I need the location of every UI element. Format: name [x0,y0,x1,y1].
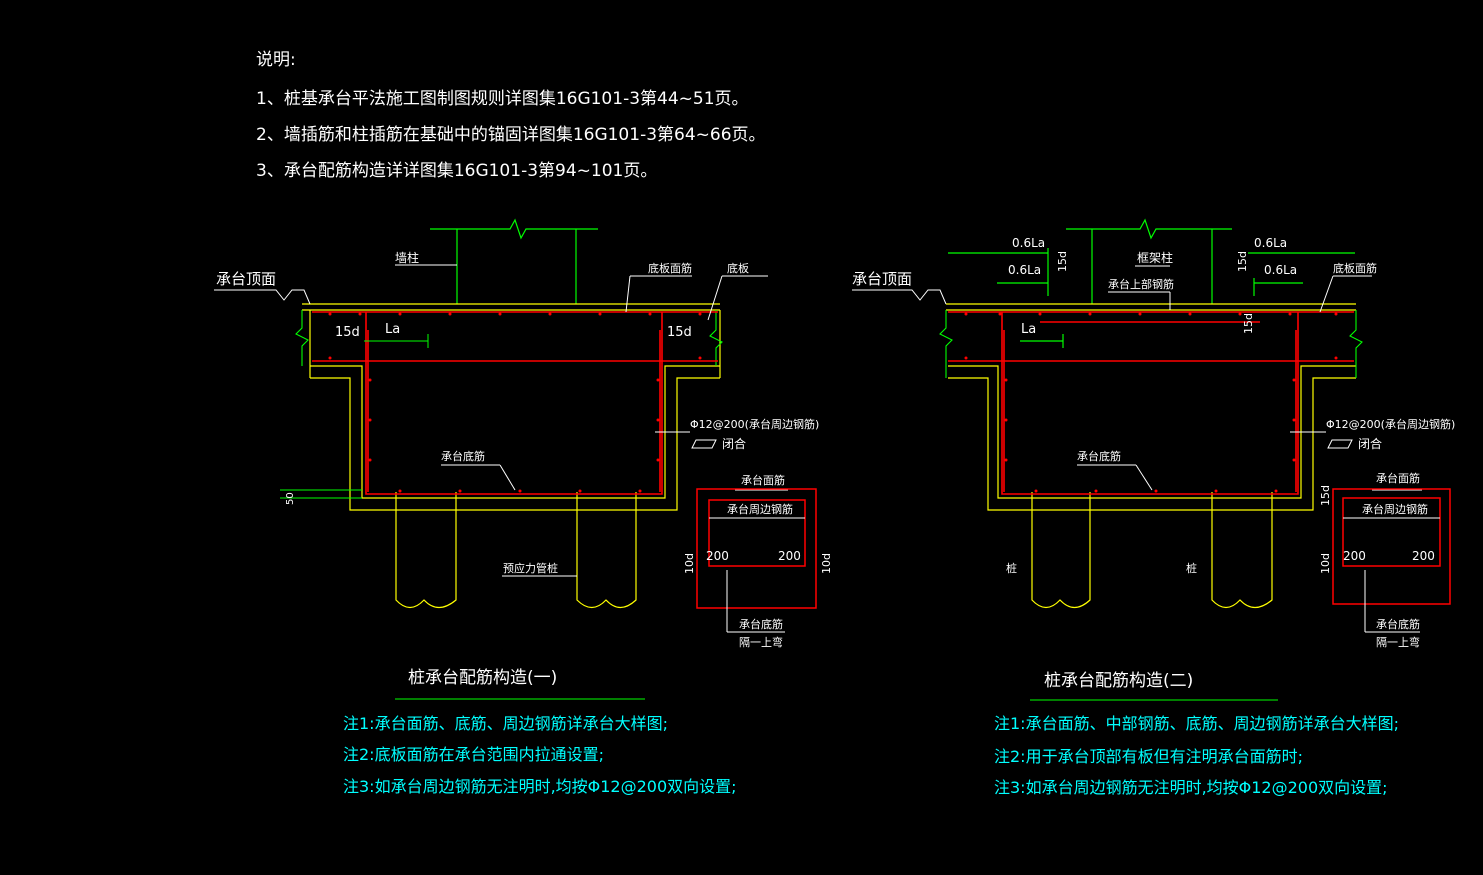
right-note-1: 注1:承台面筋、中部钢筋、底筋、周边钢筋详承台大样图; [994,714,1399,733]
left-la-label: La [385,322,400,337]
right-sketch-200a: 200 [1343,549,1366,563]
left-15d-label-a: 15d [335,325,360,340]
left-sketch-10d-a: 10d [683,553,696,574]
right-sketch-200b: 200 [1412,549,1435,563]
right-frame-column-label: 框架柱 [1137,250,1173,265]
right-15d-a: 15d [1056,251,1069,272]
left-50-label: 50 [285,492,296,505]
left-closed-loop-icon [691,439,717,449]
left-note-2: 注2:底板面筋在承台范围内拉通设置; [343,745,604,764]
notes-line-2: 2、墙插筋和柱插筋在基础中的锚固详图集16G101-3第64~66页。 [256,125,766,145]
left-rebar-label: Φ12@200(承台周边钢筋) [690,417,819,431]
notes-line-3: 3、承台配筋构造详详图集16G101-3第94~101页。 [256,161,657,181]
detail-right: 承台顶面 框架柱 承台上部钢筋 底板面筋 0.6La 0.6La 0.6La 0… [852,218,1455,797]
right-sketch-15d: 15d [1319,485,1332,506]
right-pile-label-b: 桩 [1186,561,1197,575]
left-bottom-bar-label: 承台底筋 [441,449,485,463]
right-pile-label-a: 桩 [1006,561,1017,575]
right-detail-title: 桩承台配筋构造(二) [1044,671,1193,691]
notes-line-1: 1、桩基承台平法施工图制图规则详图集16G101-3第44~51页。 [256,89,749,109]
right-sketch-top-bar-label: 承台面筋 [1376,471,1420,485]
left-closed-label: 闭合 [722,436,746,451]
right-06la-c: 0.6La [1008,263,1041,277]
left-sketch-200b: 200 [778,549,801,563]
left-sketch-perimeter-label: 承台周边钢筋 [727,502,793,516]
right-cap-top-label: 承台顶面 [852,270,912,288]
right-06la-a: 0.6La [1012,236,1045,250]
right-15d-c: 15d [1242,313,1255,334]
right-06la-b: 0.6La [1254,236,1287,250]
left-pile-label: 预应力管桩 [503,561,558,575]
right-sketch-bend-label: 隔一上弯 [1376,635,1420,649]
left-cap-top-label: 承台顶面 [216,270,276,288]
right-rebar-label: Φ12@200(承台周边钢筋) [1326,417,1455,431]
right-note-2: 注2:用于承台顶部有板但有注明承台面筋时; [994,747,1303,766]
detail-left: 承台顶面 墙柱 底板面筋 底板 15d 15d La Φ12@200(承台周边钢… [214,218,833,796]
left-detail-title: 桩承台配筋构造(一) [408,668,557,688]
left-note-3: 注3:如承台周边钢筋无注明时,均按Φ12@200双向设置; [343,777,737,796]
left-slab-label: 底板 [727,261,749,275]
left-sketch-200a: 200 [706,549,729,563]
left-sketch-bend-label: 隔一上弯 [739,635,783,649]
left-slab-face-bar-label: 底板面筋 [648,261,692,275]
left-15d-label-b: 15d [667,325,692,340]
right-sketch-10d: 10d [1319,553,1332,574]
right-la-label: La [1021,322,1036,337]
left-note-1: 注1:承台面筋、底筋、周边钢筋详承台大样图; [343,714,668,733]
right-closed-loop-icon [1327,439,1353,449]
right-15d-b: 15d [1236,251,1249,272]
general-notes: 说明: 1、桩基承台平法施工图制图规则详图集16G101-3第44~51页。 2… [256,50,766,181]
left-sketch-bottom-bar-label: 承台底筋 [739,617,783,631]
right-bottom-bar-label: 承台底筋 [1077,449,1121,463]
left-section-sketch: 承台面筋 承台周边钢筋 200 200 10d 10d 承台底筋 隔一上弯 [683,473,833,649]
left-wall-column-label: 墙柱 [395,250,419,265]
notes-heading: 说明: [256,50,296,70]
left-sketch-top-bar-label: 承台面筋 [741,473,785,487]
right-sketch-perimeter-label: 承台周边钢筋 [1362,502,1428,516]
right-sketch-bottom-bar-label: 承台底筋 [1376,617,1420,631]
right-closed-label: 闭合 [1358,436,1382,451]
right-mid-bar-label: 承台上部钢筋 [1108,277,1174,291]
left-sketch-10d-b: 10d [820,553,833,574]
right-slab-face-bar-label: 底板面筋 [1333,261,1377,275]
right-section-sketch: 承台面筋 承台周边钢筋 200 200 10d 15d 承台底筋 隔一上弯 [1319,471,1451,649]
right-note-3: 注3:如承台周边钢筋无注明时,均按Φ12@200双向设置; [994,778,1388,797]
right-06la-d: 0.6La [1264,263,1297,277]
